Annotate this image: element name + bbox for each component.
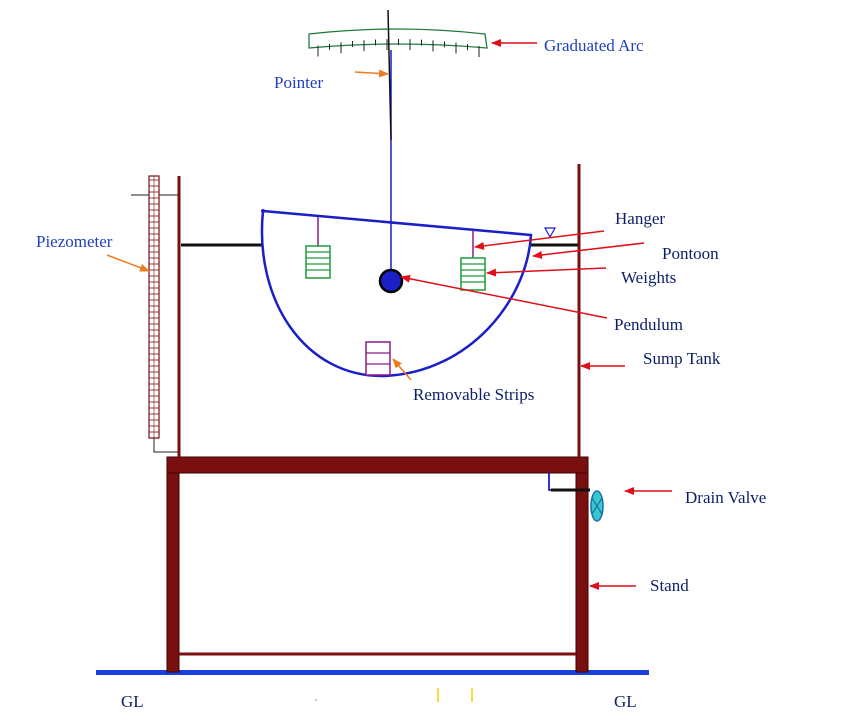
label-stand: Stand — [650, 576, 689, 595]
label-gl-left: GL — [121, 692, 144, 711]
stand-left-leg — [166, 472, 180, 673]
stand-right-leg — [575, 472, 589, 673]
arrow-removable-strips — [392, 358, 412, 381]
arrow-pendulum — [400, 274, 608, 319]
arrow-piezometer — [106, 254, 150, 272]
water-level-symbol — [543, 227, 557, 239]
label-pendulum: Pendulum — [614, 315, 683, 334]
label-weights: Weights — [621, 268, 676, 287]
pontoon-hull — [260, 209, 533, 378]
label-gl-right: GL — [614, 692, 637, 711]
pontoon — [260, 209, 533, 378]
stand — [166, 456, 589, 673]
graduated-arc — [308, 28, 488, 57]
pendulum-bob — [378, 268, 404, 294]
arrow-hanger — [474, 230, 605, 250]
label-piezometer: Piezometer — [36, 232, 113, 251]
label-pointer: Pointer — [274, 73, 323, 92]
piezometer — [131, 175, 179, 453]
label-drain-valve: Drain Valve — [685, 488, 766, 507]
weights-left — [305, 245, 331, 279]
label-graduated-arc: Graduated Arc — [544, 36, 644, 55]
arrow-weights — [486, 267, 607, 277]
pointer-needle — [387, 9, 392, 141]
label-hanger: Hanger — [615, 209, 665, 228]
label-removable-strips: Removable Strips — [413, 385, 534, 404]
callout-arrows — [106, 39, 672, 590]
removable-strips — [365, 341, 391, 376]
label-pontoon: Pontoon — [662, 244, 719, 263]
ground-line — [96, 670, 649, 675]
arrow-pointer — [354, 69, 389, 78]
arrow-pontoon — [532, 242, 645, 259]
sump-tank — [177, 164, 581, 457]
stand-top-beam — [166, 456, 589, 474]
weights-right — [460, 257, 486, 291]
drain-valve — [590, 490, 604, 522]
label-sump-tank: Sump Tank — [643, 349, 721, 368]
